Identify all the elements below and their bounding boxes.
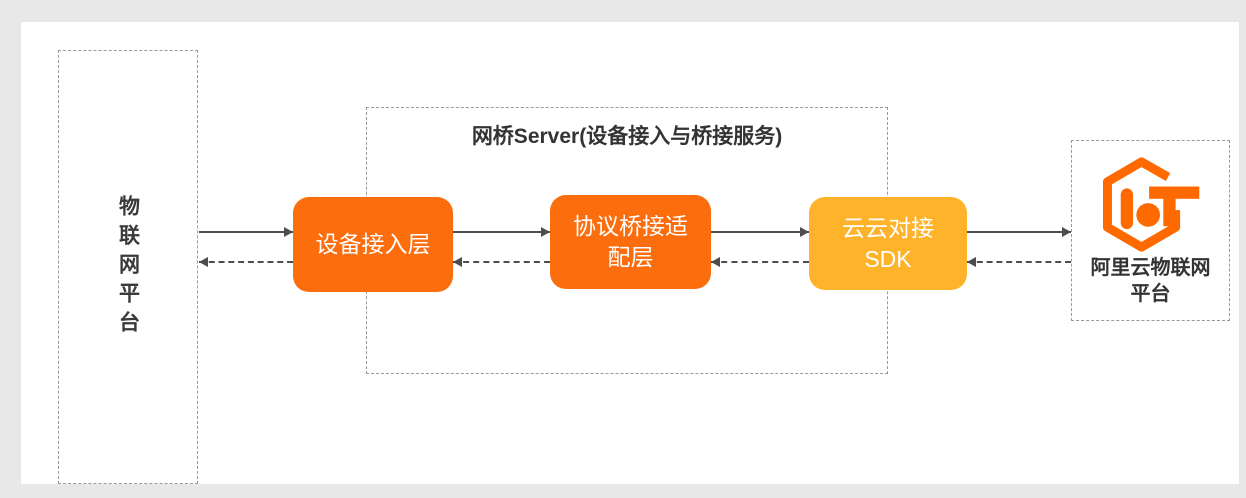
diagram-panel: 物联网平台 网桥Server(设备接入与桥接服务) 设备接入层 协议桥接适 配层… (21, 22, 1239, 484)
cloud-sdk-node: 云云对接 SDK (809, 197, 967, 290)
bridge-server-title: 网桥Server(设备接入与桥接服务) (471, 125, 783, 148)
arrow-protocol-to-sdk (711, 227, 809, 237)
arrow-sdk-to-protocol (711, 257, 809, 267)
aliyun-iot-label: 阿里云物联网 平台 (1090, 257, 1211, 305)
aliyun-iot-logo-icon (1102, 157, 1199, 252)
protocol-adapter-layer-node: 协议桥接适 配层 (550, 195, 711, 289)
arrow-protocol-to-access (453, 257, 550, 267)
arrow-access-to-protocol (453, 227, 550, 237)
device-access-layer-node: 设备接入层 (293, 197, 453, 292)
protocol-adapter-layer-label: 协议桥接适 配层 (573, 213, 688, 270)
arrow-access-to-iot (199, 257, 293, 267)
cloud-sdk-label: 云云对接 SDK (842, 214, 934, 272)
arrow-aliyun-to-sdk (967, 257, 1071, 267)
iot-platform-label: 物联网平台 (116, 194, 140, 340)
arrow-sdk-to-aliyun (967, 227, 1071, 237)
aliyun-iot-box: 阿里云物联网 平台 (1071, 140, 1230, 321)
arrow-iot-to-access (199, 227, 293, 237)
device-access-layer-label: 设备接入层 (315, 231, 431, 257)
iot-platform-box: 物联网平台 (58, 50, 198, 484)
